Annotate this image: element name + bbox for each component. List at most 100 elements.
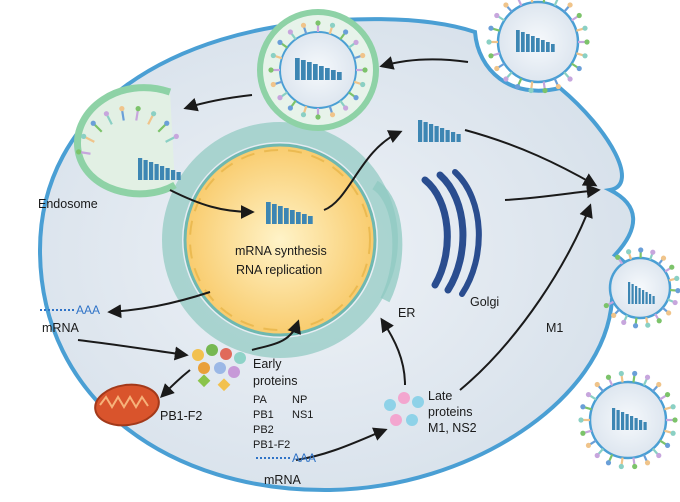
rna-segment [171,170,176,180]
early-proteins-cluster [192,344,246,392]
rna-segment [643,422,647,430]
glycoprotein-head [362,67,368,73]
glycoprotein-head [576,12,582,19]
arrow-golgi-to-membrane [504,184,601,201]
glycoprotein-head [528,87,534,94]
glycoprotein-head [300,112,307,118]
rna-segment [541,40,545,52]
rna-segment [313,64,318,80]
label-late-1: Late [428,389,452,403]
rna-segment [625,414,629,430]
glycoprotein-head [605,374,612,380]
rna-segment [143,160,148,180]
rna-segment [642,290,645,304]
spikes-budding [603,247,680,329]
rna-segments [138,30,655,430]
endoplasmic-reticulum [162,122,398,358]
rna-segment [176,172,181,180]
rna-segment [423,122,428,142]
glycoprotein-head [555,83,561,90]
rna-segment [149,162,154,180]
label-polya-top: AAA [76,303,100,317]
glycoprotein-head [584,39,590,45]
glycoprotein-head [90,120,96,126]
label-nucleus-2: RNA replication [236,263,322,277]
glycoprotein-head [287,29,293,35]
spikes-virion-entering [486,0,590,94]
pathway-arrows [77,56,601,461]
rna-segment [649,294,652,304]
glycoprotein-head [618,463,624,470]
glycoprotein-head [664,442,671,449]
glycoprotein-head [626,249,632,255]
glycoprotein-head [343,29,349,35]
glycoprotein-head [353,95,359,101]
rna-segment [631,284,634,304]
glycoprotein-head [343,105,349,111]
glycoprotein-head [650,249,656,255]
glycoprotein-head [632,463,638,470]
rna-segment [652,296,655,304]
rna-segment [284,208,289,224]
glycoprotein-spike [530,0,534,3]
glycoprotein-head [488,53,494,59]
glycoprotein-head [135,106,141,112]
glycoprotein-head [486,39,492,45]
glycoprotein-head [615,254,621,260]
rna-segment [451,132,456,142]
arrow-mrna-to-late [295,427,388,461]
rna-set-released-virion [612,408,647,430]
glycoprotein-head [672,417,678,423]
rna-segment [526,34,530,52]
rna-segment [296,212,301,224]
early-protein-pa: PA [253,394,268,406]
rna-segment [628,282,631,304]
rna-segment [418,120,423,142]
spikes-endocytosed [268,20,368,120]
glycoprotein-head [632,323,639,329]
late-proteins-cluster [384,392,424,426]
arrow-mrna-to-early [77,339,189,361]
spikes-released [578,370,678,470]
glycoprotein-head [329,22,336,28]
er-extension [371,180,403,303]
rna-set-budding [628,282,655,304]
surface-glycoproteins [76,0,680,470]
rna-segment [295,58,300,80]
glycoprotein-head [656,452,662,459]
rna-segment [521,32,525,52]
label-nucleus-1: mRNA synthesis [235,244,327,258]
rna-segment [536,38,540,52]
rna-segment [272,204,277,224]
rna-segment [278,206,283,224]
rna-segment [645,292,648,304]
rna-segment [290,210,295,224]
glycoprotein-head [580,404,586,410]
glycoprotein-head [632,370,638,377]
early-protein-np: NP [292,394,307,406]
glycoprotein-head [644,374,651,380]
rna-segment [456,134,461,142]
rna-set-virion-entering [516,30,555,52]
rna-segment [319,66,324,80]
rna-segment [308,216,313,224]
early-protein-pb1: PB1 [253,409,274,421]
glycoprotein-head [585,442,592,449]
glycoprotein-head [674,275,680,282]
rna-segment [546,42,550,52]
golgi-apparatus [421,169,482,297]
rna-segment [635,286,638,304]
label-late-2: proteins [428,405,472,419]
glycoprotein-head [603,302,609,309]
glycoprotein-head [666,310,672,316]
glycoprotein-head [605,460,612,466]
glycoprotein-head [664,391,671,398]
glycoprotein-head [669,264,675,270]
label-late-3: M1, NS2 [428,421,477,435]
glycoprotein-head [329,112,336,118]
label-mrna-bottom: mRNA [264,473,301,487]
nuclear-envelope [183,143,377,337]
rna-set-released [138,158,181,180]
glycoprotein-head [675,288,680,294]
